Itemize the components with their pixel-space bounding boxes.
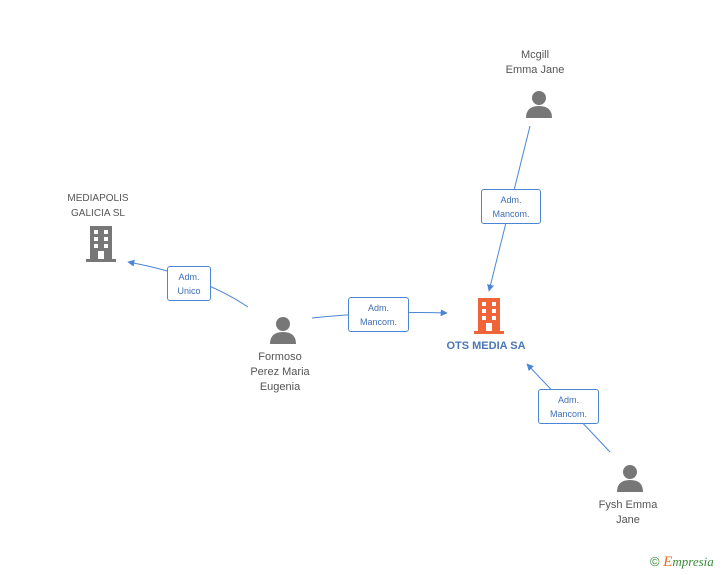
edge-label-mcgill-ots[interactable]: Adm. Mancom. — [481, 189, 541, 224]
building-icon[interactable] — [85, 226, 117, 262]
node-label-line: OTS MEDIA SA — [446, 340, 526, 352]
edge-label-line: Adm. — [367, 303, 389, 313]
node-label-line: Emma Jane — [505, 64, 565, 76]
node-label-line: Mcgill — [520, 49, 550, 61]
edge-label-line: Adm. — [557, 395, 579, 405]
node-label-mcgill[interactable]: Mcgill Emma Jane — [490, 48, 580, 78]
edge-label-line: Adm. — [500, 195, 522, 205]
edge-label-formoso-ots[interactable]: Adm. Mancom. — [348, 297, 409, 332]
edge-label-line: Mancom. — [359, 317, 397, 327]
person-icon[interactable] — [268, 316, 298, 344]
node-label-ots-main-company[interactable]: OTS MEDIA SA — [430, 339, 542, 354]
edge-label-fysh-ots[interactable]: Adm. Mancom. — [538, 389, 599, 424]
edge-label-line: Adm. — [178, 272, 200, 282]
node-label-formoso[interactable]: Formoso Perez Maria Eugenia — [235, 350, 325, 395]
node-label-fysh[interactable]: Fysh Emma Jane — [583, 498, 673, 528]
person-icon[interactable] — [615, 464, 645, 492]
edge-label-line: Mancom. — [549, 409, 587, 419]
edge-label-line: Unico — [177, 286, 201, 296]
edge-label-line: Mancom. — [492, 209, 530, 219]
person-icon[interactable] — [524, 90, 554, 118]
brand-logo[interactable]: Empresia — [663, 554, 714, 570]
node-label-line: MEDIAPOLIS — [67, 193, 129, 204]
brand-logo-initial: E — [663, 554, 673, 570]
node-label-line: Perez Maria — [250, 366, 310, 378]
footer-brand: © Empresia — [650, 554, 714, 572]
node-label-line: Formoso — [258, 351, 302, 363]
node-label-line: GALICIA SL — [71, 208, 125, 219]
building-icon[interactable] — [473, 298, 505, 334]
node-label-line: Fysh Emma — [598, 499, 658, 511]
node-label-mediapolis[interactable]: MEDIAPOLIS GALICIA SL — [53, 191, 143, 221]
node-label-line: Eugenia — [259, 381, 301, 393]
brand-logo-text: mpresia — [672, 554, 714, 569]
copyright-icon: © — [650, 554, 660, 569]
node-label-line: Jane — [616, 514, 640, 526]
edge-label-formoso-mediapolis[interactable]: Adm. Unico — [167, 266, 211, 301]
